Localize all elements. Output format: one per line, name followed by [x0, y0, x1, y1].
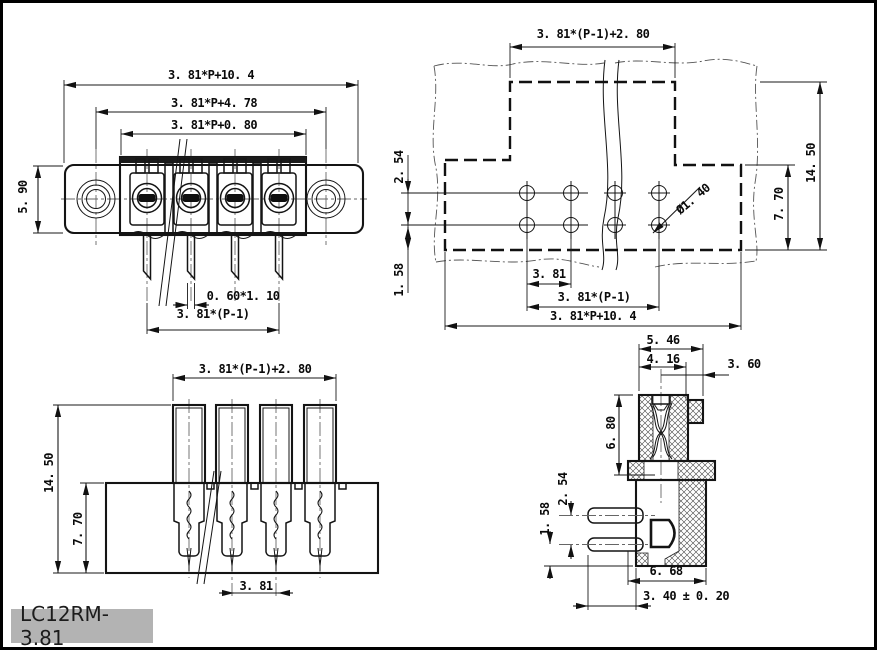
dim-section-right-offset: 3. 60	[727, 357, 761, 371]
dim-pcb-pin-span: 3. 81*(P-1)	[557, 290, 631, 304]
pcb-cutout-view	[401, 43, 827, 330]
mount-hole-right	[306, 179, 346, 219]
hole-dia-leader	[652, 186, 701, 234]
dim-section-opening-width: 4. 16	[646, 352, 680, 366]
dim-front-height: 5. 90	[16, 180, 30, 214]
solder-pins	[559, 507, 655, 552]
dim-front-pin-span: 3. 81*(P-1)	[176, 307, 250, 321]
dim-section-top-width: 5. 46	[646, 333, 680, 347]
terminal-poles	[129, 158, 297, 281]
dim-pcb-overall-width: 3. 81*P+10. 4	[549, 309, 637, 323]
drawing-linework: .thick{stroke:#141414;stroke-width:2.1;f…	[33, 43, 827, 610]
dim-section-pin-row-offset: 1. 58	[538, 502, 552, 536]
dim-front-overall-width: 3. 81*P+10. 4	[167, 68, 255, 82]
dim-pcb-step-height: 7. 70	[772, 187, 786, 221]
dim-section-pin-row-pitch: 2. 54	[556, 472, 570, 506]
dim-section-pin-length: 3. 40 ± 0. 20	[642, 589, 730, 603]
dim-front-pin-cross: 0. 60*1. 10	[206, 289, 280, 303]
dim-section-cavity-depth: 6. 80	[604, 416, 618, 450]
dim-pcb-cutout-width: 3. 81*(P-1)+2. 80	[536, 27, 650, 41]
dim-side-base-height: 7. 70	[71, 512, 85, 546]
dim-side-total-height: 14. 50	[42, 453, 56, 493]
dim-pcb-row-pitch: 2. 54	[392, 150, 406, 184]
wire-cavity	[649, 518, 676, 549]
drill-holes	[519, 185, 667, 233]
dim-side-plug-width: 3. 81*(P-1)+2. 80	[198, 362, 312, 376]
mount-hole-left	[76, 179, 116, 219]
dim-pcb-total-height: 14. 50	[804, 143, 818, 183]
part-number: LC12RM-3.81	[20, 602, 109, 650]
front-view	[33, 80, 367, 334]
dim-section-base-depth: 6. 68	[649, 564, 683, 578]
connector-base	[104, 481, 380, 575]
dim-pcb-edge-offset: 1. 58	[392, 263, 406, 297]
dim-side-pitch: 3. 81	[239, 579, 273, 593]
section-view	[544, 344, 729, 610]
dim-front-body-width: 3. 81*P+0. 80	[170, 118, 258, 132]
plug-towers	[171, 403, 338, 485]
dim-front-flange-span: 3. 81*P+4. 78	[170, 96, 258, 110]
title-block: LC12RM-3.81	[11, 602, 153, 647]
dim-pcb-pitch: 3. 81	[532, 267, 566, 281]
contact-cavities	[173, 483, 336, 571]
side-view	[53, 374, 380, 597]
